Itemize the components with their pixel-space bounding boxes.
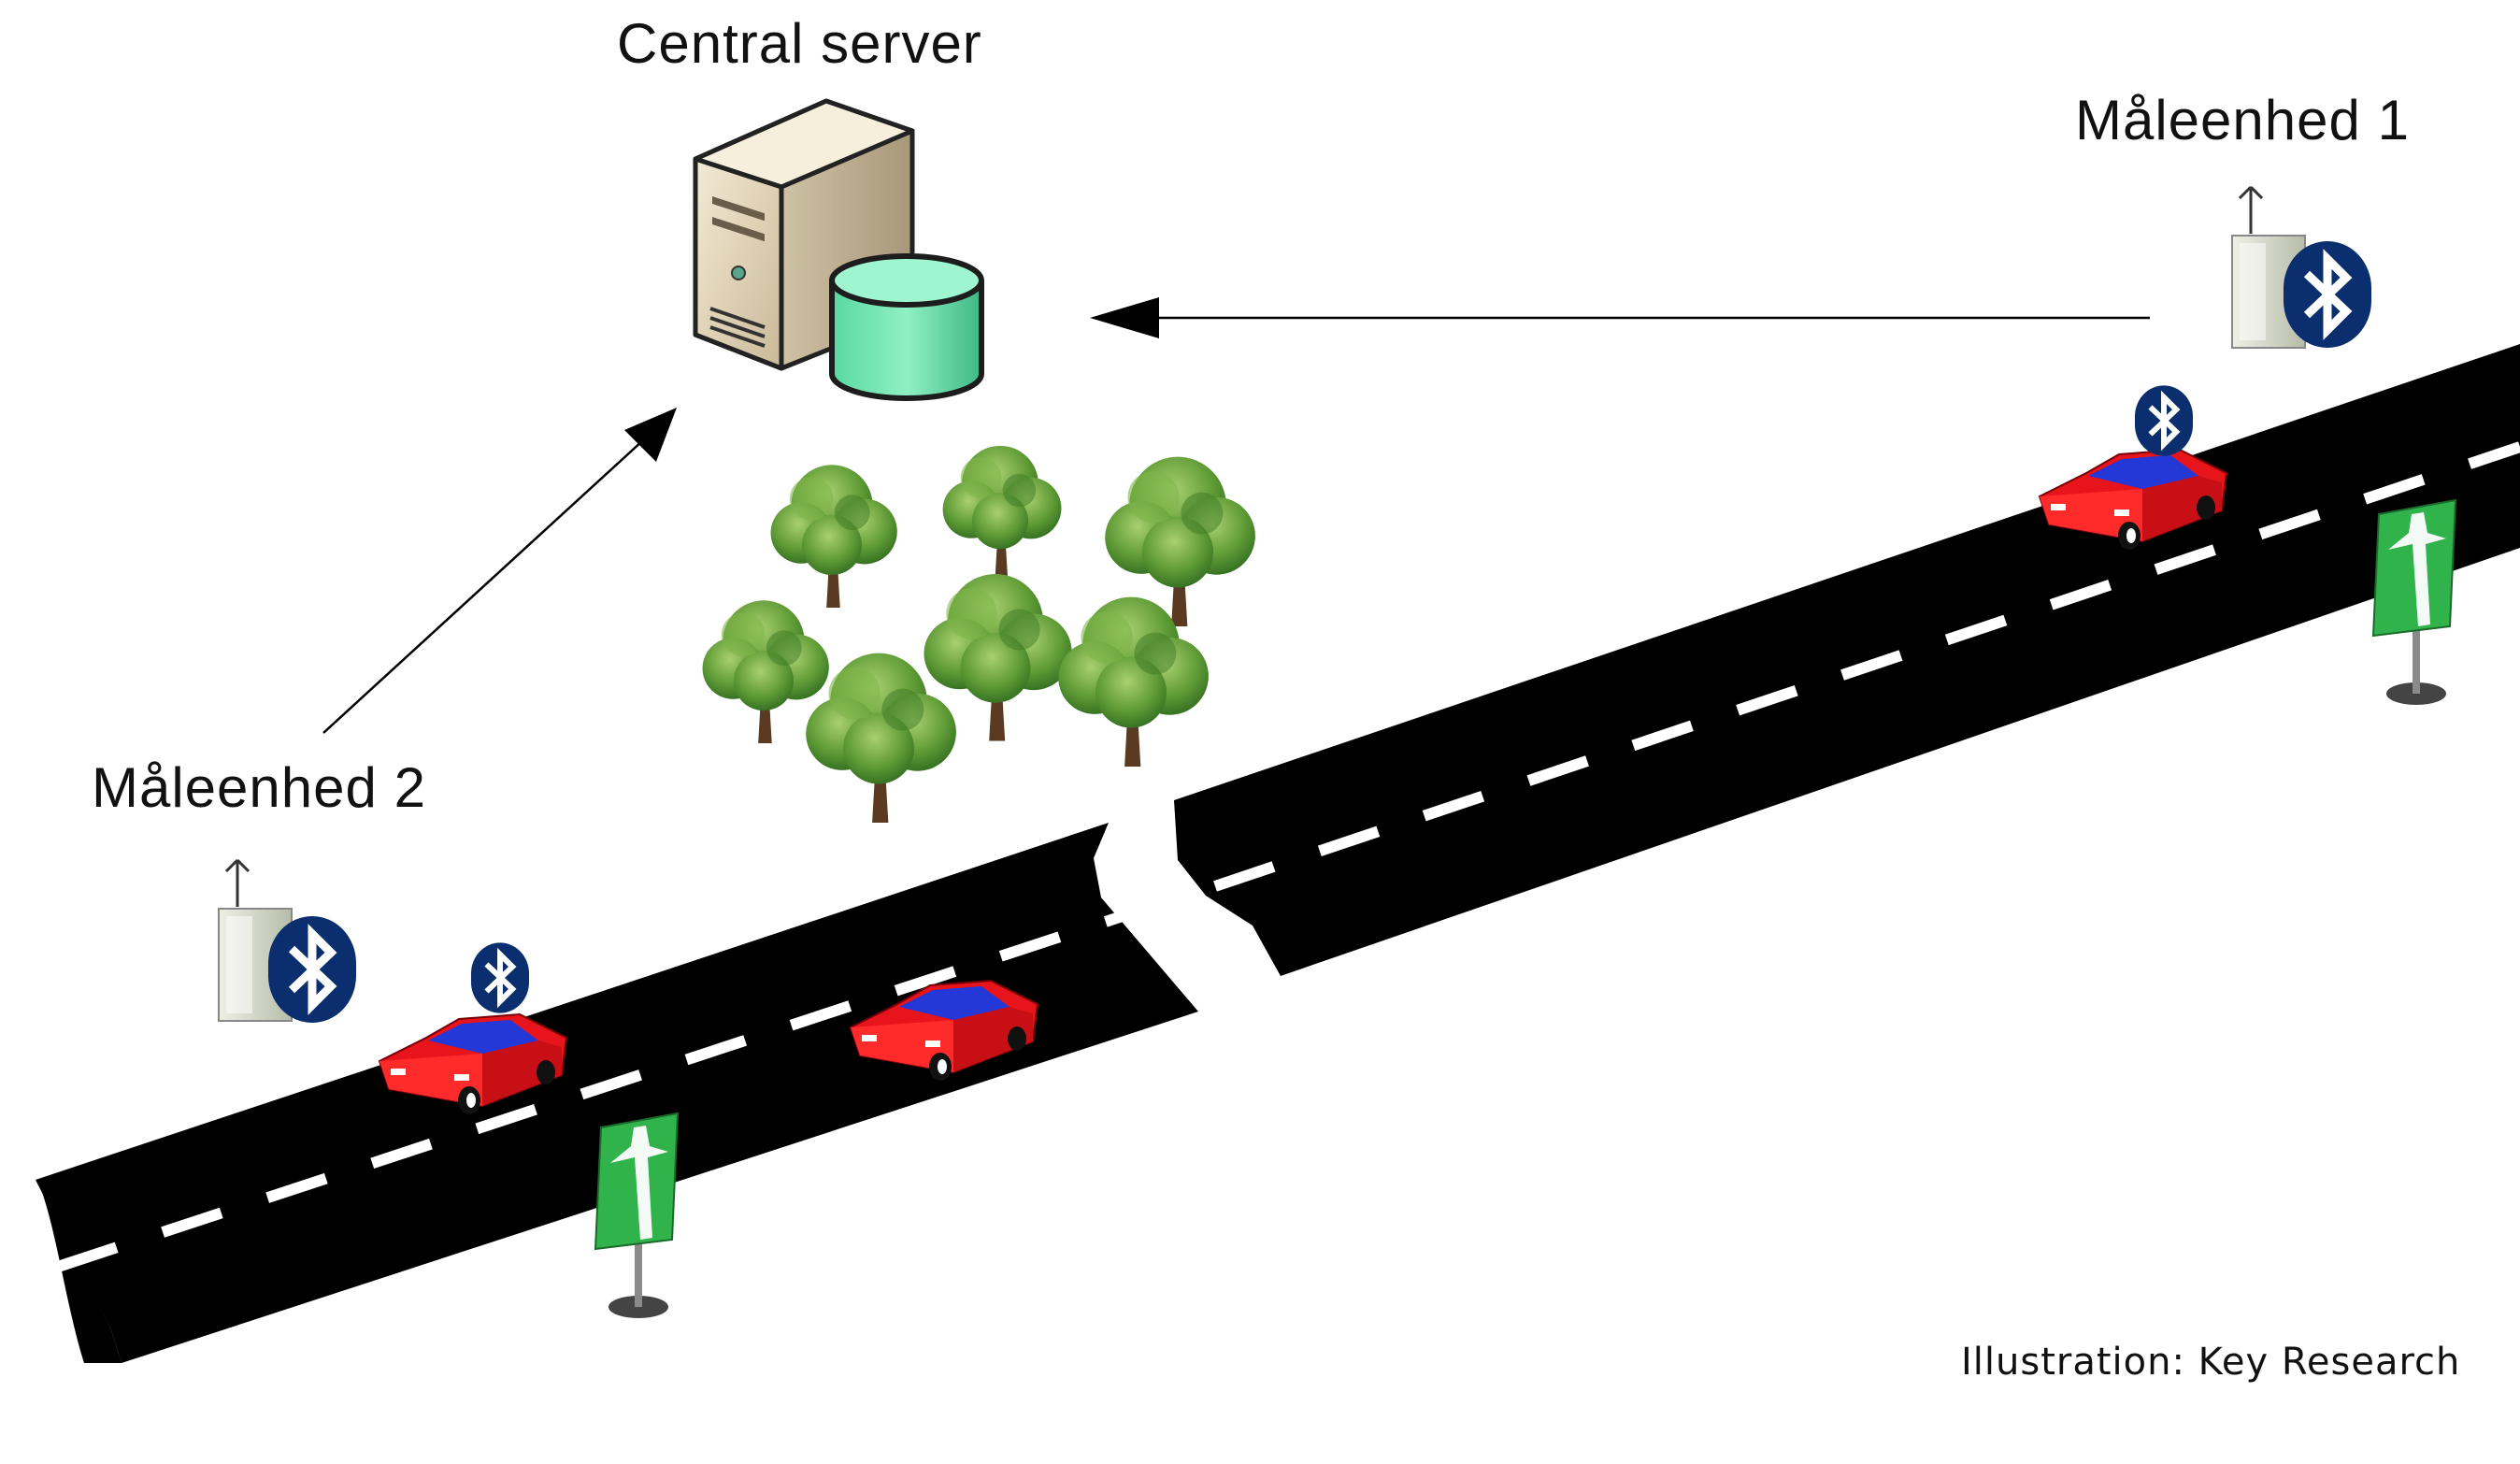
bluetooth-icon [2135,385,2193,455]
road-sign-icon [2371,498,2457,707]
measuring-unit-1 [2230,185,2371,348]
road-left-segment [36,823,1198,1363]
bluetooth-icon [2284,241,2371,348]
database-icon [829,253,984,401]
illustration-credit: Illustration: Key Research [1961,1341,2461,1384]
arrow-unit1-to-server [1090,297,2150,338]
road-right-segment [1174,344,2520,976]
tree-cluster [702,445,1255,823]
measuring-unit-2-label: Måleenhed 2 [92,756,426,819]
road-sign-icon [594,1112,680,1320]
tree-icon [770,465,897,608]
tree-icon [806,653,956,823]
measuring-unit-2 [217,858,356,1023]
measuring-unit-1-label: Måleenhed 1 [2075,89,2410,151]
tree-icon [942,445,1062,580]
arrow-unit2-to-server [322,408,677,734]
bluetooth-icon [471,942,529,1012]
central-server-label: Central server [617,12,982,75]
bluetooth-icon [268,916,356,1023]
